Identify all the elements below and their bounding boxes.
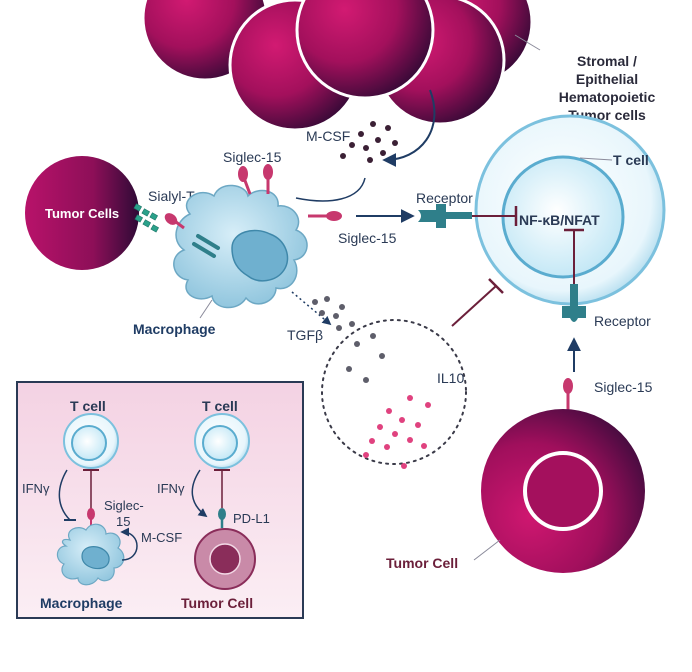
macrophage-receptor xyxy=(192,234,220,258)
siglec15-macrophage-right xyxy=(308,211,342,221)
tumor-cell-label: Tumor Cell xyxy=(386,555,458,571)
inset-siglec-label-2: 15 xyxy=(116,514,130,529)
cytokine-to-tcell-inhibition xyxy=(451,285,497,327)
inset-pdl1-label: PD-L1 xyxy=(233,511,270,526)
tgfb-particles xyxy=(312,296,385,383)
receptor-bottom xyxy=(562,284,586,322)
cytokine-region xyxy=(321,319,467,465)
siglec15-right-label: Siglec-15 xyxy=(338,230,397,246)
siglec15-tumor-bottom xyxy=(563,378,573,410)
tcell-main-label: T cell xyxy=(613,152,649,168)
inset-siglec-label-1: Siglec- xyxy=(104,498,144,513)
tumor-cells-left xyxy=(25,156,139,270)
mcsf-particles xyxy=(340,121,398,163)
stromal-cell-cluster xyxy=(141,0,541,132)
inset-ifng-right-label: IFNγ xyxy=(157,481,185,496)
mcsf-label: M-CSF xyxy=(306,128,350,144)
il10-label: IL10 xyxy=(437,370,464,386)
siglec15-macrophage-left xyxy=(164,213,185,230)
il10-particles xyxy=(363,395,431,469)
inset-tcell-left-label: T cell xyxy=(70,398,106,414)
receptor-right-label: Receptor xyxy=(594,313,651,329)
mcsf-to-macrophage-line xyxy=(295,177,366,202)
tgfb-label: TGFβ xyxy=(287,327,323,343)
inset-panel: T cell T cell IFNγ Siglec- 15 Macrophage… xyxy=(16,381,304,619)
inset-macrophage-label: Macrophage xyxy=(40,595,123,611)
macrophage-to-cytokine-arrow xyxy=(291,291,332,326)
macrophage-nucleus xyxy=(231,229,289,282)
tumor-cells-label: Tumor Cells xyxy=(45,206,119,221)
stromal-label-line1: Stromal / xyxy=(577,53,637,69)
stromal-label-line3: Hematopoietic xyxy=(559,89,656,105)
stromal-label-line2: Epithelial xyxy=(576,71,638,87)
receptor-top-label: Receptor xyxy=(416,190,473,206)
siglec15-macrophage-top xyxy=(238,164,273,195)
inset-tcell-right-label: T cell xyxy=(202,398,238,414)
inset-mcsf-label: M-CSF xyxy=(141,530,182,545)
receptor-top xyxy=(418,204,472,228)
siglec15-top-label: Siglec-15 xyxy=(223,149,282,165)
inset-tumor-cell-label: Tumor Cell xyxy=(181,595,253,611)
siglec15-bottom-label: Siglec-15 xyxy=(594,379,653,395)
mcsf-secretion-arrow xyxy=(382,89,436,167)
macrophage-label: Macrophage xyxy=(133,321,216,337)
tumor-cell-nucleus xyxy=(523,451,603,531)
inset-ifng-left-label: IFNγ xyxy=(22,481,50,496)
nfkb-nfat-label: NF-κB/NFAT xyxy=(519,212,600,228)
sialyl-tn-glycans xyxy=(133,203,160,233)
